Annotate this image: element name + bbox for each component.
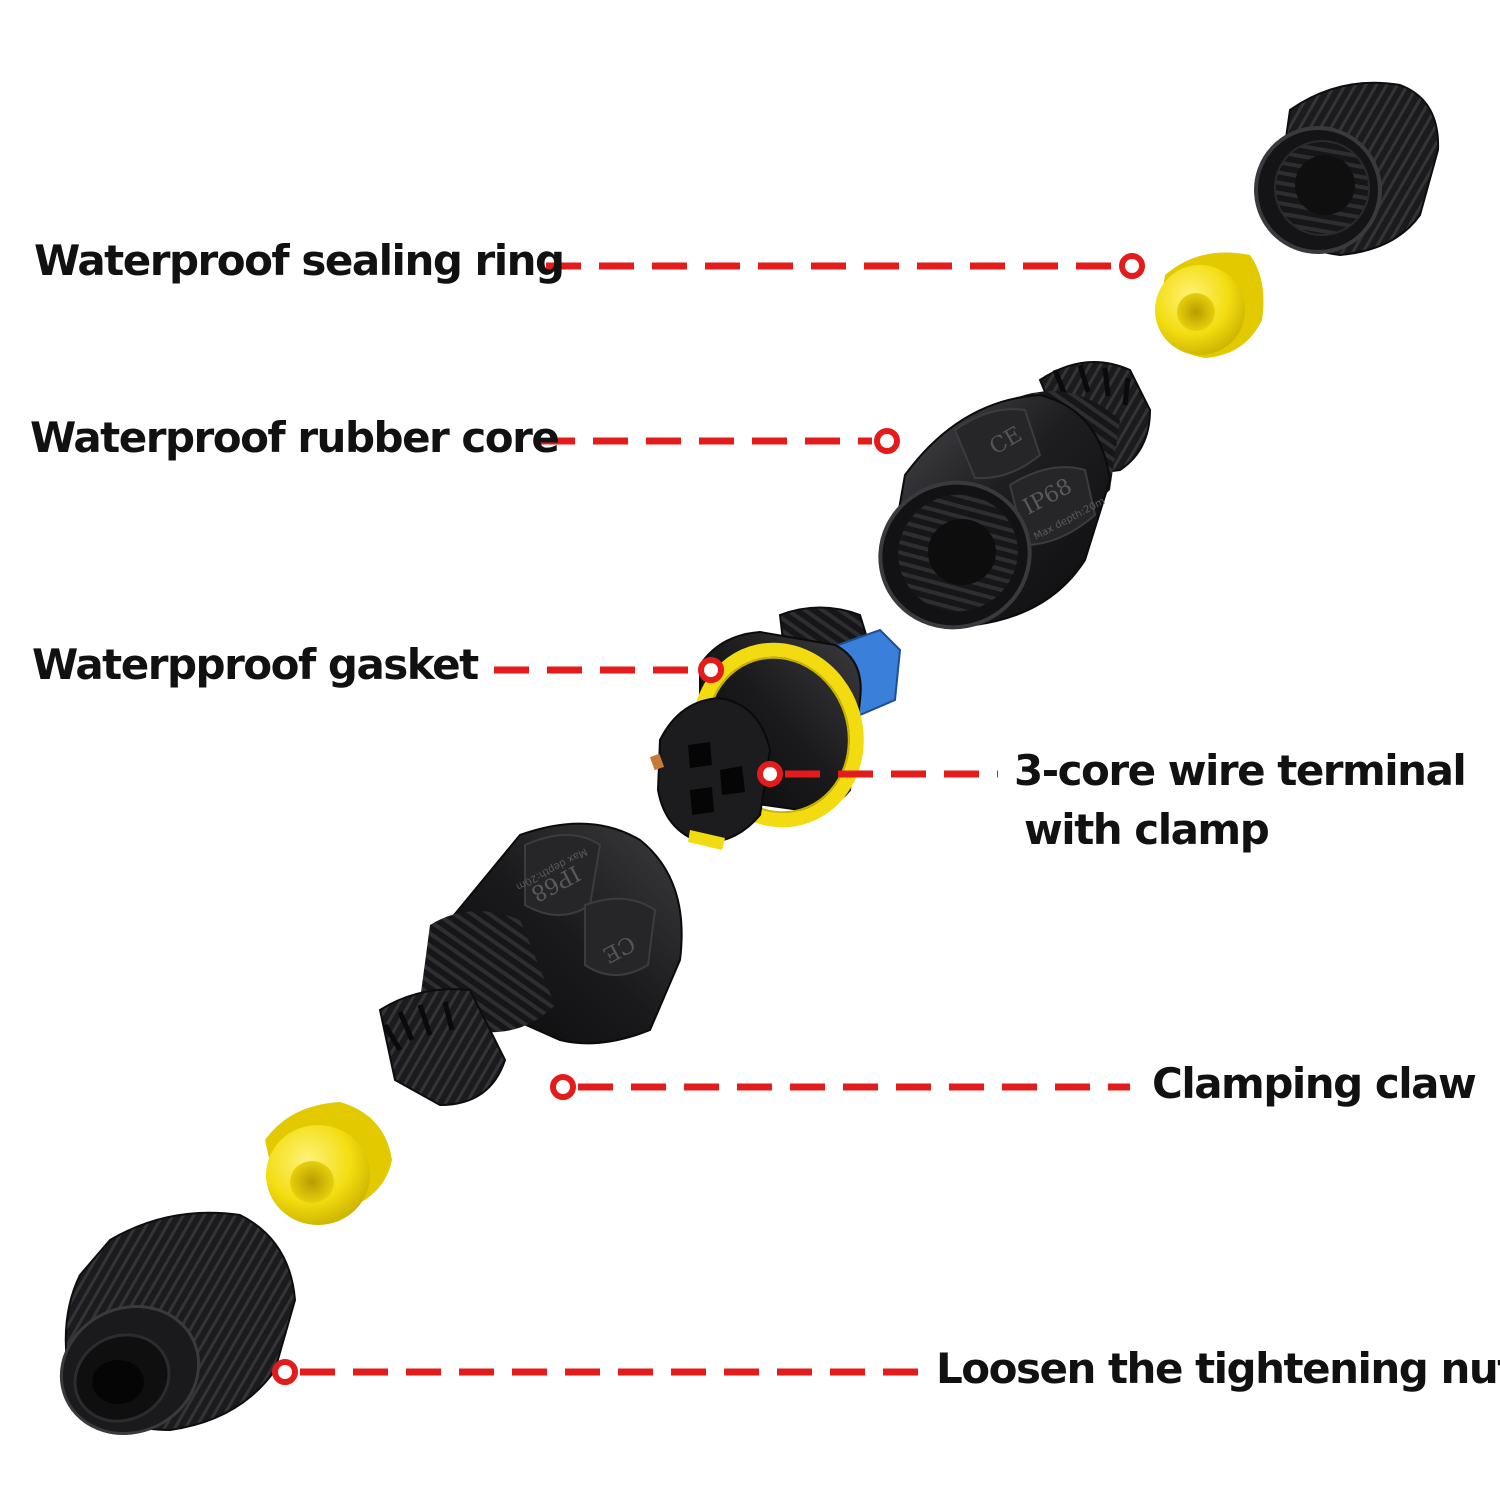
label-waterproof-rubber-core: Waterproof rubber core [30, 413, 560, 462]
dot-gasket [698, 657, 724, 683]
terminal-block [649, 606, 902, 850]
leader-lines [300, 262, 1130, 1376]
label-loosen-tightening-nut: Loosen the tightening nut [936, 1344, 1500, 1393]
cap-nut-top [1254, 81, 1440, 257]
seal-ring-top [1155, 252, 1264, 358]
dot-sealing-ring [1119, 253, 1145, 279]
label-waterproof-gasket: Waterpproof gasket [32, 640, 479, 689]
dot-terminal [757, 761, 783, 787]
label-clamping-claw: Clamping claw [1152, 1059, 1477, 1108]
dot-rubber-core [874, 428, 900, 454]
housing-upper: CE IP68 Max depth:20m [878, 361, 1152, 630]
leader-dots [272, 253, 1145, 1385]
housing-lower: IP68 Max depth:20m CE [378, 822, 683, 1107]
seal-ring-bottom [265, 1102, 392, 1225]
dot-tightening-nut [272, 1359, 298, 1385]
label-wire-terminal-line2: with clamp [1024, 805, 1270, 854]
tightening-nut-bottom [59, 1211, 297, 1436]
label-waterproof-sealing-ring: Waterproof sealing ring [34, 236, 565, 285]
dot-clamping-claw [550, 1074, 576, 1100]
label-wire-terminal-line1: 3-core wire terminal [1014, 746, 1467, 795]
